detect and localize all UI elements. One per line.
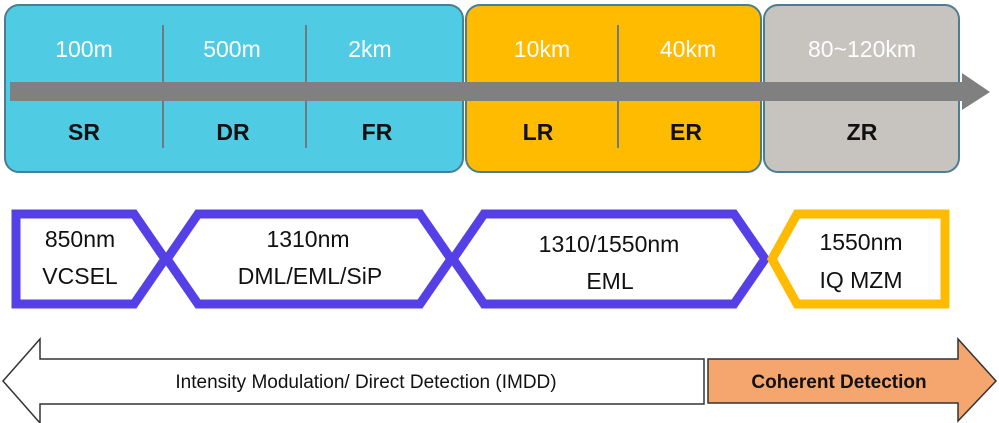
transmitter-type-iq-mzm: IQ MZM	[819, 267, 902, 293]
transmitter-type-eml: EML	[586, 268, 634, 294]
reach-code-sr: SR	[68, 119, 100, 145]
reach-code-er: ER	[670, 119, 702, 145]
distance-label-10km: 10km	[514, 36, 570, 62]
reach-code-zr: ZR	[847, 119, 878, 145]
distance-label-100m: 100m	[55, 36, 113, 62]
imdd-label: Intensity Modulation/ Direct Detection (…	[175, 372, 556, 393]
transmitter-type-vcsel: VCSEL	[42, 263, 118, 289]
imdd-arrow	[2, 337, 705, 423]
transmitter-wavelength-iq: 1550nm	[819, 229, 902, 255]
distance-label-2km: 2km	[348, 36, 391, 62]
transmitter-shape-eml	[447, 209, 771, 309]
distance-label-40km: 40km	[660, 36, 716, 62]
distance-label-500m: 500m	[203, 36, 261, 62]
transmitter-type-dml-eml-sip: DML/EML/SiP	[238, 263, 382, 289]
reach-code-lr: LR	[523, 119, 554, 145]
transmitter-wavelength-vcsel: 850nm	[45, 226, 115, 252]
transmitter-wavelength-dml: 1310nm	[266, 226, 349, 252]
reach-code-fr: FR	[362, 119, 393, 145]
reach-code-dr: DR	[216, 119, 250, 145]
transmitter-shape-vcsel	[11, 209, 171, 309]
coherent-arrow	[707, 337, 998, 423]
transmitter-shape-dml-eml-sip	[161, 209, 457, 309]
distance-arrow	[10, 73, 990, 110]
coherent-detection-label: Coherent Detection	[751, 372, 926, 393]
transmitter-wavelength-eml: 1310/1550nm	[539, 231, 680, 257]
transmitter-shape-iq-mzm	[766, 209, 950, 309]
distance-label-80-120km: 80~120km	[808, 36, 916, 62]
